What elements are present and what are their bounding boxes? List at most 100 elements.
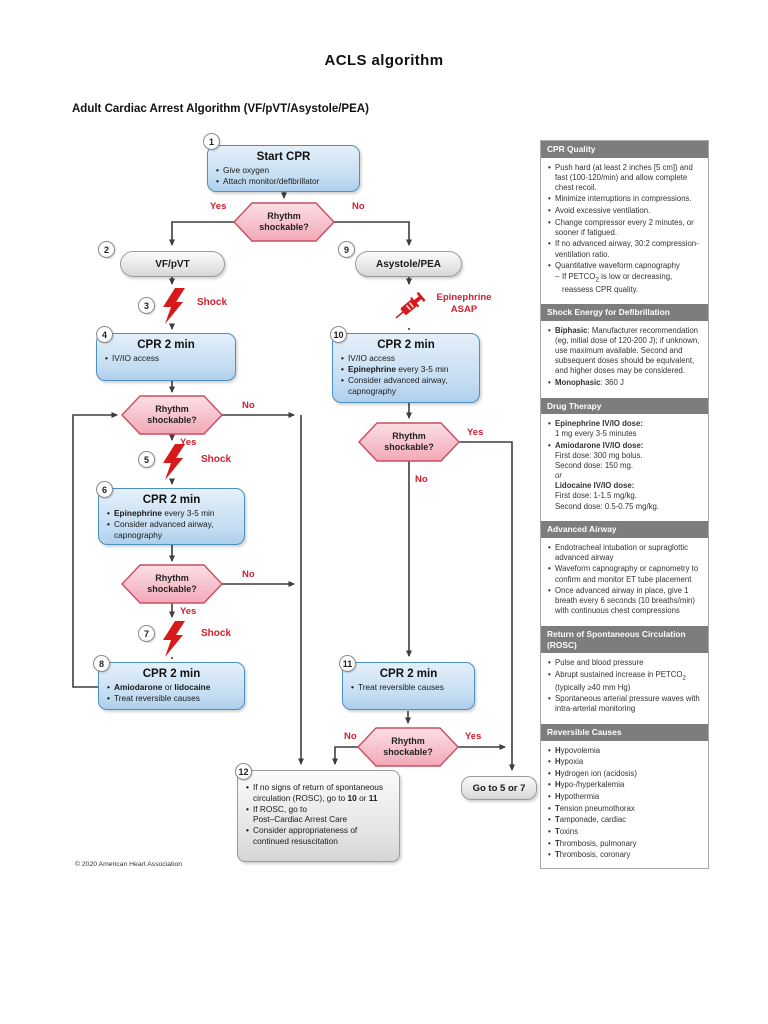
flow-box-cpr-10: CPR 2 min IV/IO accessEpinephrine every … bbox=[332, 333, 480, 403]
branch-label-no: No bbox=[242, 400, 255, 411]
sidebar-list-item: If no advanced airway, 30:2 compression-… bbox=[547, 239, 702, 259]
decision-label: Rhythm shockable? bbox=[383, 736, 433, 757]
step-number: 12 bbox=[235, 763, 252, 780]
list-item: Epinephrine every 3-5 min bbox=[340, 364, 472, 375]
branch-label-yes: Yes bbox=[467, 427, 484, 438]
sidebar-list-item: Hydrogen ion (acidosis) bbox=[547, 769, 702, 779]
branch-label-no: No bbox=[344, 731, 357, 742]
step-number: 11 bbox=[339, 655, 356, 672]
shock-bolt-icon bbox=[163, 288, 185, 324]
step-number: 4 bbox=[96, 326, 113, 343]
sidebar-section: CPR QualityPush hard (at least 2 inches … bbox=[541, 141, 708, 302]
list-item: IV/IO access bbox=[340, 353, 472, 364]
sidebar-list-item: Monophasic: 360 J bbox=[547, 378, 702, 388]
sidebar-list-item: Push hard (at least 2 inches [5 cm]) and… bbox=[547, 163, 702, 193]
step-number: 3 bbox=[138, 297, 155, 314]
list-item: Consider advanced airway, capnography bbox=[340, 375, 472, 397]
branch-label-yes: Yes bbox=[180, 437, 197, 448]
sidebar-list-item: Quantitative waveform capnographyIf PETC… bbox=[547, 261, 702, 295]
branch-label-no: No bbox=[242, 569, 255, 580]
sidebar-section-header: Reversible Causes bbox=[541, 722, 708, 741]
epinephrine-asap-label: Epinephrine ASAP bbox=[436, 292, 492, 315]
list-item: IV/IO access bbox=[104, 353, 228, 364]
sidebar-list-item: Once advanced airway in place, give 1 br… bbox=[547, 586, 702, 616]
step-number: 10 bbox=[330, 326, 347, 343]
flow-box-start-cpr: Start CPR Give oxygenAttach monitor/defi… bbox=[207, 145, 360, 192]
sidebar-section-header: CPR Quality bbox=[541, 141, 708, 158]
sidebar-section: Reversible CausesHypovolemiaHypoxiaHydro… bbox=[541, 722, 708, 868]
sidebar-section-header: Shock Energy for Defibrillation bbox=[541, 302, 708, 321]
decision-label: Rhythm shockable? bbox=[259, 211, 309, 232]
copyright-text: © 2020 American Heart Association bbox=[75, 861, 183, 868]
sidebar-section-header: Return of Spontaneous Circulation (ROSC) bbox=[541, 624, 708, 654]
step-number: 2 bbox=[98, 241, 115, 258]
sidebar-list-item: Hypothermia bbox=[547, 792, 702, 802]
sidebar-list-item: Thrombosis, pulmonary bbox=[547, 839, 702, 849]
box-title: Start CPR bbox=[256, 151, 311, 163]
step-number: 9 bbox=[338, 241, 355, 258]
box-label: VF/pVT bbox=[155, 258, 190, 270]
decision-label: Rhythm shockable? bbox=[384, 431, 434, 452]
sidebar-section: Return of Spontaneous Circulation (ROSC)… bbox=[541, 624, 708, 722]
list-item: Amiodarone or lidocaine bbox=[106, 682, 237, 693]
shock-bolt-icon bbox=[163, 621, 185, 657]
sidebar-list-item: Thrombosis, coronary bbox=[547, 850, 702, 860]
list-item: Treat reversible causes bbox=[106, 693, 237, 704]
branch-label-yes: Yes bbox=[180, 606, 197, 617]
flow-box-12: If no signs of return of spontaneous cir… bbox=[237, 770, 400, 862]
shock-label: Shock bbox=[197, 297, 228, 308]
sidebar-section-header: Advanced Airway bbox=[541, 519, 708, 538]
box-title: CPR 2 min bbox=[142, 668, 201, 680]
flow-box-cpr-6: CPR 2 min Epinephrine every 3-5 minConsi… bbox=[98, 488, 245, 545]
list-item: Consider advanced airway, capnography bbox=[106, 519, 237, 541]
sidebar-list-item: Biphasic: Manufacturer recommendation (e… bbox=[547, 326, 702, 377]
list-item: Attach monitor/defibrillator bbox=[215, 176, 352, 187]
step-number: 5 bbox=[138, 451, 155, 468]
step-number: 7 bbox=[138, 625, 155, 642]
list-item: If no signs of return of spontaneous cir… bbox=[245, 782, 392, 804]
list-item: Consider appropriateness of continued re… bbox=[245, 825, 392, 847]
sidebar-section: Advanced AirwayEndotracheal intubation o… bbox=[541, 519, 708, 624]
sidebar-list-item: Abrupt sustained increase in PETCO2 (typ… bbox=[547, 670, 702, 693]
box-label: Go to 5 or 7 bbox=[472, 782, 526, 794]
shock-bolt-icon bbox=[163, 444, 185, 480]
box-title: CPR 2 min bbox=[142, 494, 201, 506]
branch-label-no: No bbox=[352, 201, 365, 212]
sidebar-list-item: Waveform capnography or capnometry to co… bbox=[547, 564, 702, 584]
algorithm-title: Adult Cardiac Arrest Algorithm (VF/pVT/A… bbox=[72, 103, 369, 115]
sidebar-list-item: Minimize interruptions in compressions. bbox=[547, 194, 702, 204]
sidebar-list-item: Hypovolemia bbox=[547, 746, 702, 756]
flow-box-cpr-4: CPR 2 min IV/IO access bbox=[96, 333, 236, 381]
flow-box-cpr-11: CPR 2 min Treat reversible causes bbox=[342, 662, 475, 710]
sidebar-list-item: Avoid excessive ventilation. bbox=[547, 206, 702, 216]
sidebar-sub-item: If PETCO2 is low or decreasing, reassess… bbox=[555, 272, 702, 295]
sidebar-list-item: Spontaneous arterial pressure waves with… bbox=[547, 694, 702, 714]
step-number: 8 bbox=[93, 655, 110, 672]
sidebar-list-item: Tension pneumothorax bbox=[547, 804, 702, 814]
sidebar-list-item: Epinephrine IV/IO dose:1 mg every 3-5 mi… bbox=[547, 419, 702, 439]
flow-box-vf-pvt: VF/pVT bbox=[120, 251, 225, 277]
branch-label-yes: Yes bbox=[210, 201, 227, 212]
branch-label-yes: Yes bbox=[465, 731, 482, 742]
flow-box-goto: Go to 5 or 7 bbox=[461, 776, 537, 800]
decision-label: Rhythm shockable? bbox=[147, 404, 197, 425]
sidebar-section: Drug TherapyEpinephrine IV/IO dose:1 mg … bbox=[541, 395, 708, 520]
box-label: Asystole/PEA bbox=[375, 258, 442, 270]
sidebar-notes: CPR QualityPush hard (at least 2 inches … bbox=[540, 140, 709, 869]
flow-box-asystole-pea: Asystole/PEA bbox=[355, 251, 462, 277]
decision-label: Rhythm shockable? bbox=[147, 573, 197, 594]
sidebar-list-item: Tamponade, cardiac bbox=[547, 815, 702, 825]
sidebar-list-item: Hypoxia bbox=[547, 757, 702, 767]
box-title: CPR 2 min bbox=[137, 339, 195, 351]
sidebar-section-header: Drug Therapy bbox=[541, 395, 708, 415]
step-number: 6 bbox=[96, 481, 113, 498]
branch-label-no: No bbox=[415, 474, 428, 485]
sidebar-list-item: Toxins bbox=[547, 827, 702, 837]
sidebar-section: Shock Energy for DefibrillationBiphasic:… bbox=[541, 302, 708, 395]
shock-label: Shock bbox=[201, 628, 232, 639]
step-number: 1 bbox=[203, 133, 220, 150]
list-item: Treat reversible causes bbox=[350, 682, 467, 693]
sidebar-list-item: Endotracheal intubation or supraglottic … bbox=[547, 543, 702, 563]
